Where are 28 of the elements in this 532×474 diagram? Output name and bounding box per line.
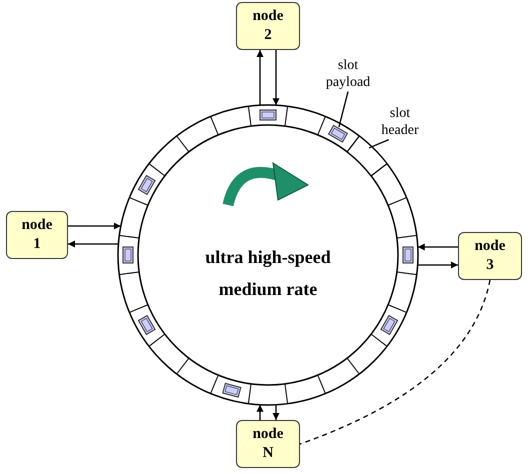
node-box: node 2 xyxy=(236,2,300,50)
leader-line xyxy=(368,139,390,149)
slot-payload xyxy=(328,124,348,143)
slot-payload xyxy=(260,110,276,120)
leader-line xyxy=(338,91,349,128)
arrow xyxy=(256,404,264,420)
slot-payload xyxy=(122,246,134,264)
ring xyxy=(117,104,419,406)
slot-payload xyxy=(138,314,156,336)
arrow xyxy=(272,50,280,106)
arrow xyxy=(418,262,458,268)
slot-payload xyxy=(402,246,414,264)
arrow xyxy=(68,240,118,248)
slot-label: slot header xyxy=(372,106,428,140)
slot-header xyxy=(346,135,388,176)
ring-label: ultra high-speed medium rate xyxy=(204,246,332,300)
node-box: node 3 xyxy=(458,232,522,280)
slot-payload xyxy=(138,174,156,196)
arrow xyxy=(418,244,458,250)
dashed-line xyxy=(300,280,491,445)
arrow xyxy=(68,222,121,230)
slot-payload xyxy=(380,314,398,336)
node-box: node N xyxy=(236,420,300,468)
node-box: node 1 xyxy=(6,211,68,259)
arrow xyxy=(272,404,280,420)
arrow xyxy=(256,50,264,106)
slot-label: slot payload xyxy=(316,58,380,92)
slot-payload xyxy=(222,382,242,398)
